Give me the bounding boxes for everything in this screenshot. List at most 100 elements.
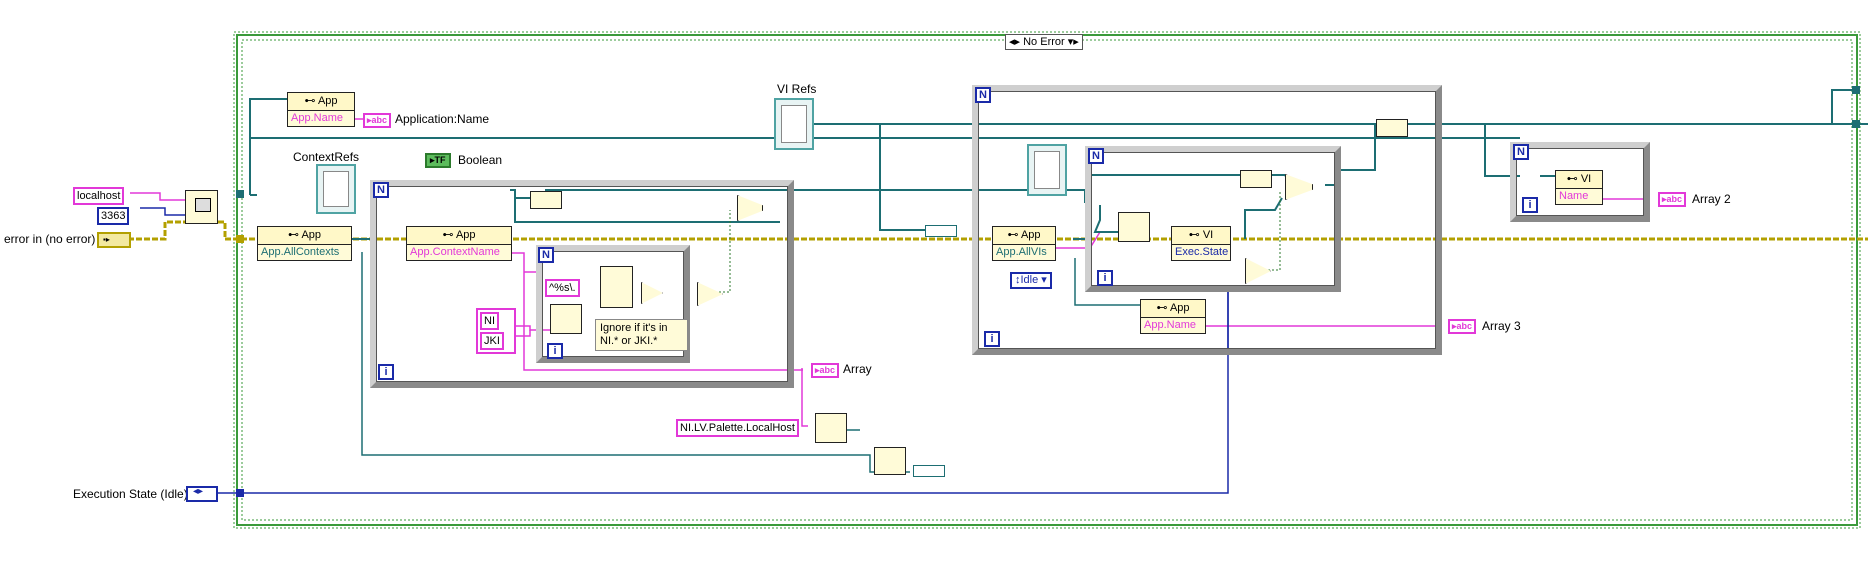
key-icon: ⊷	[1156, 302, 1170, 314]
array-indicator[interactable]: ▸abc	[811, 363, 840, 378]
app-allvis-property-node[interactable]: ⊷ App App.AllVIs	[992, 226, 1056, 261]
app-contextname-property-node[interactable]: ⊷ App App.ContextName	[406, 226, 512, 261]
boolean-control[interactable]: ▸TF	[425, 153, 451, 168]
right-ref-tunnel-2	[1852, 120, 1860, 128]
array-to-cluster-node[interactable]	[913, 465, 945, 477]
search-array-node[interactable]	[815, 413, 847, 443]
vi-refs-constant[interactable]	[774, 98, 814, 150]
array3-indicator[interactable]: ▸abc	[1448, 319, 1477, 334]
vi-class-header: ⊷ VI	[1172, 227, 1230, 245]
class-label: App	[317, 95, 338, 107]
array-constant-ni-jki[interactable]: NI JKI	[476, 308, 516, 354]
build-array-node[interactable]	[530, 191, 562, 209]
key-icon: ⊷	[1566, 173, 1581, 185]
vis-loop-iteration-terminal: i	[984, 331, 1000, 347]
vi-ref-icon	[1034, 151, 1060, 189]
app-class-header: ⊷ App	[993, 227, 1055, 245]
open-app-reference-subvi[interactable]	[185, 190, 218, 224]
idle-enum-constant[interactable]: ↕Idle ▾	[1010, 272, 1052, 289]
port-control[interactable]: 3363	[97, 207, 130, 225]
comment-text: Ignore if it's in NI.* or JKI.*	[600, 322, 668, 347]
application-name-label: Application:Name	[395, 112, 490, 126]
ni-value: NI	[484, 315, 495, 327]
indicator-tag: abc	[819, 365, 836, 375]
regex-constant[interactable]: ^%s\.	[545, 279, 580, 297]
match-pattern-node[interactable]	[600, 266, 633, 308]
filter-comment: Ignore if it's in NI.* or JKI.*	[595, 319, 688, 351]
error-tunnel	[236, 235, 244, 243]
app-class-header: ⊷ App	[258, 227, 351, 245]
jki-value: JKI	[484, 335, 500, 347]
port-value: 3363	[101, 210, 126, 222]
vi-class-header: ⊷ VI	[1556, 171, 1602, 189]
for-loop-vi-names	[1510, 142, 1650, 222]
class-label: App	[455, 229, 476, 241]
indicator-tag: abc	[1666, 194, 1683, 204]
class-label: App	[1020, 229, 1041, 241]
execution-state-control[interactable]: ◂▸	[186, 486, 218, 502]
app-name-property-2: App.Name	[1144, 319, 1196, 331]
array2-indicator[interactable]: ▸abc	[1658, 192, 1687, 207]
palette-constant[interactable]: NI.LV.Palette.LocalHost	[676, 419, 799, 437]
app-name-property: App.Name	[291, 112, 343, 124]
app-contextname-property: App.ContextName	[410, 246, 500, 258]
jki-constant: JKI	[480, 332, 504, 350]
ref-tunnel	[236, 190, 244, 198]
case-selector-dropdown-icon[interactable]: ▾▸	[1067, 36, 1079, 48]
hostname-value: localhost	[77, 190, 121, 202]
context-refs-constant[interactable]	[316, 164, 356, 214]
vi-execstate-property-node[interactable]: ⊷ VI Exec.State	[1171, 226, 1231, 261]
array2-label: Array 2	[1692, 192, 1731, 206]
vi-name-property-node[interactable]: ⊷ VI Name	[1555, 170, 1603, 205]
vi-ref-icon	[323, 171, 349, 207]
case-selector-left-arrow[interactable]: ◂▸	[1009, 36, 1021, 48]
build-array-to-cluster[interactable]	[925, 225, 957, 237]
build-array-node-2[interactable]	[1240, 170, 1272, 188]
for-loop-contexts	[370, 180, 794, 388]
enum-tunnel	[236, 489, 244, 497]
exec-loop-count-terminal: N	[1088, 148, 1104, 164]
names-loop-iteration-terminal: i	[1522, 197, 1538, 213]
palette-value: NI.LV.Palette.LocalHost	[680, 422, 795, 434]
app-allcontexts-property-node[interactable]: ⊷ App App.AllContexts	[257, 226, 352, 261]
inner-loop-iteration-terminal: i	[547, 343, 563, 359]
vi-ref-icon	[781, 105, 807, 143]
names-loop-count-terminal: N	[1513, 144, 1529, 160]
boolean-label: Boolean	[458, 153, 503, 167]
for-loop-filters	[536, 245, 690, 363]
bool-tag: TF	[434, 155, 446, 165]
class-label: VI	[1202, 229, 1214, 241]
loop-count-terminal: N	[373, 182, 389, 198]
loop-iteration-terminal: i	[378, 364, 394, 380]
error-in-label: error in (no error)	[4, 232, 96, 246]
enum-arrows-icon: ◂▸	[193, 486, 204, 497]
application-name-indicator[interactable]: ▸abc	[363, 113, 392, 128]
app-class-header: ⊷ App	[1141, 300, 1205, 318]
app-name-property-node-2[interactable]: ⊷ App App.Name	[1140, 299, 1206, 334]
format-string-node[interactable]	[550, 304, 582, 334]
build-array-node-3[interactable]	[1376, 119, 1408, 137]
computer-icon	[195, 198, 211, 212]
indicator-tag: abc	[1456, 321, 1473, 331]
app-class-header: ⊷ App	[407, 227, 511, 245]
case-structure-frame-outer	[233, 31, 1861, 529]
error-cluster-icon: ▪▸	[103, 235, 110, 244]
app-name-property-node[interactable]: ⊷ App App.Name	[287, 92, 355, 127]
delete-from-array-node[interactable]	[874, 447, 906, 475]
vi-ref-constant-2[interactable]	[1027, 144, 1067, 196]
app-allvis-property: App.AllVIs	[996, 246, 1047, 258]
idle-value: Idle	[1020, 274, 1039, 286]
regex-value: ^%s\.	[549, 282, 576, 294]
app-class-header: ⊷ App	[288, 93, 354, 111]
key-icon: ⊷	[1188, 229, 1203, 241]
hostname-control[interactable]: localhost	[73, 187, 125, 205]
case-selector[interactable]: ◂▸ No Error ▾▸	[1005, 34, 1083, 50]
execution-state-label: Execution State (Idle)	[73, 487, 188, 501]
key-icon: ⊷	[304, 95, 318, 107]
index-array-node[interactable]	[1118, 212, 1150, 242]
vi-refs-label: VI Refs	[777, 82, 817, 96]
error-in-control[interactable]: ▪▸	[97, 232, 131, 248]
app-allcontexts-property: App.AllContexts	[261, 246, 340, 258]
key-icon: ⊷	[287, 229, 302, 241]
